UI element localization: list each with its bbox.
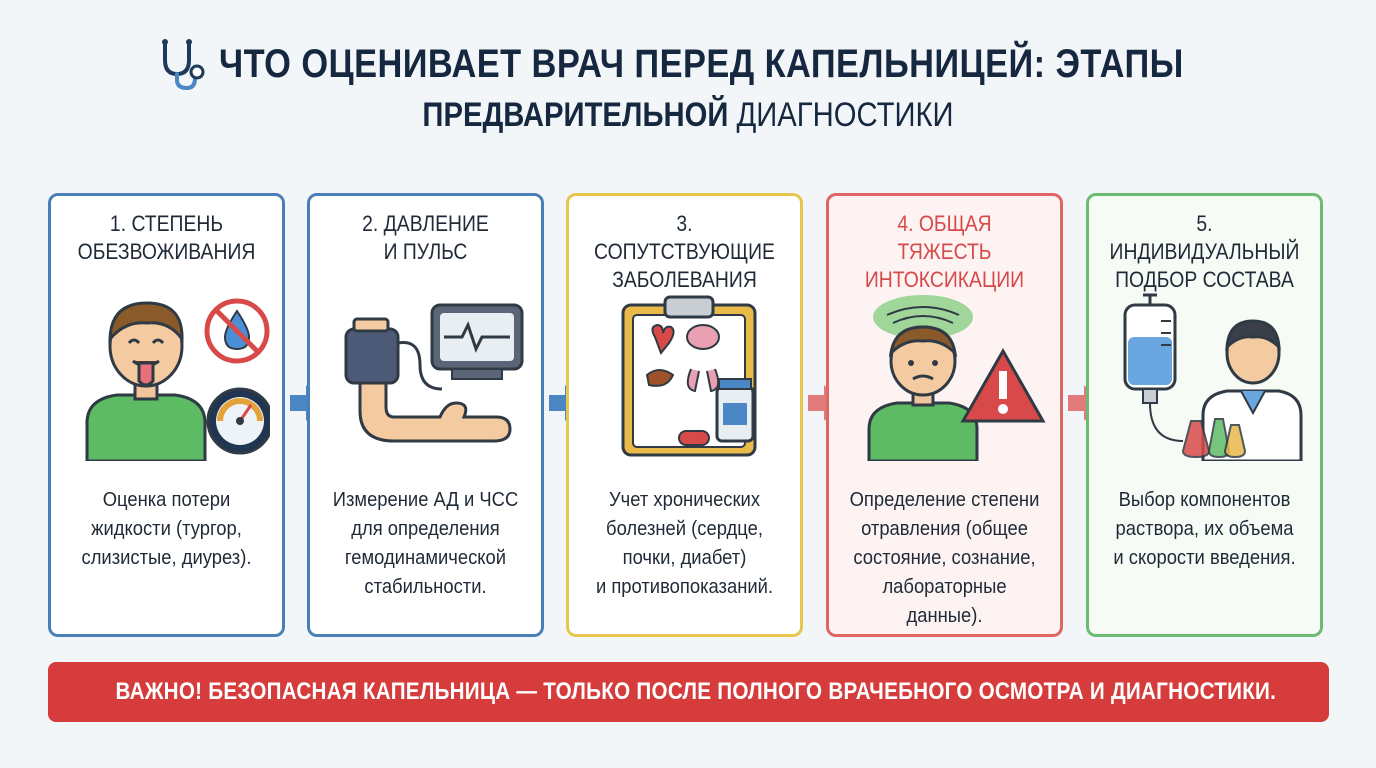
step-desc-line: отравления (общее	[861, 518, 1028, 540]
step-card-comorbidities: 3. СОПУТСТВУЮЩИЕ ЗАБОЛЕВАНИЯ Учет хронич…	[566, 193, 803, 637]
header: ЧТО ОЦЕНИВАЕТ ВРАЧ ПЕРЕД КАПЕЛЬНИЦЕЙ: ЭТ…	[0, 36, 1376, 135]
step-description: Измерение АД и ЧСС для определения гемод…	[325, 486, 526, 602]
step-title: 4. ОБЩАЯ ТЯЖЕСТЬ ИНТОКСИКАЦИИ	[848, 210, 1041, 294]
step-title-line: И ПУЛЬС	[383, 239, 468, 264]
step-desc-line: лабораторные	[882, 576, 1007, 598]
step-title-line: ЗАБОЛЕВАНИЯ	[612, 267, 757, 292]
sick-person-warning-icon	[867, 295, 1046, 461]
arrow-right-icon	[808, 385, 842, 421]
step-title-line: 2. ДАВЛЕНИЕ	[362, 211, 489, 236]
step-card-dehydration: 1. СТЕПЕНЬ ОБЕЗВОЖИВАНИЯ Оценка потери ж…	[48, 193, 285, 637]
step-desc-line: гемодинамической	[344, 547, 507, 569]
step-description: Определение степени отравления (общее со…	[844, 486, 1045, 631]
step-description: Выбор компонентов раствора, их объема и …	[1104, 486, 1305, 573]
warning-banner: ВАЖНО! БЕЗОПАСНАЯ КАПЕЛЬНИЦА — ТОЛЬКО ПО…	[48, 662, 1329, 722]
doctor-iv-bag-icon	[1123, 293, 1303, 461]
stethoscope-icon	[162, 39, 205, 91]
step-title: 5. ИНДИВИДУАЛЬНЫЙ ПОДБОР СОСТАВА	[1108, 210, 1301, 294]
step-desc-line: и скорости введения.	[1113, 547, 1296, 569]
subtitle-bold: ПРЕДВАРИТЕЛЬНОЙ	[422, 96, 729, 134]
step-title: 3. СОПУТСТВУЮЩИЕ ЗАБОЛЕВАНИЯ	[588, 210, 781, 294]
step-desc-line: болезней (сердце,	[606, 518, 763, 540]
step-desc-line: Учет хронических	[608, 489, 761, 511]
medical-clipboard-icon	[621, 295, 757, 457]
step-desc-line: Оценка потери	[102, 489, 231, 511]
step-card-intoxication: 4. ОБЩАЯ ТЯЖЕСТЬ ИНТОКСИКАЦИИ Определени…	[826, 193, 1063, 637]
step-title-line: ПОДБОР СОСТАВА	[1115, 267, 1294, 292]
step-card-pressure-pulse: 2. ДАВЛЕНИЕ И ПУЛЬС Измерение АД и ЧСС д…	[307, 193, 544, 637]
step-desc-line: Измерение АД и ЧСС	[332, 489, 519, 511]
step-title-line: ОБЕЗВОЖИВАНИЯ	[77, 239, 256, 264]
step-desc-line: и противопоказаний.	[595, 576, 774, 598]
step-desc-line: почки, диабет)	[622, 547, 747, 569]
blood-pressure-monitor-icon	[344, 303, 524, 443]
step-title: 2. ДАВЛЕНИЕ И ПУЛЬС	[329, 210, 522, 266]
step-title-line: 4. ОБЩАЯ ТЯЖЕСТЬ	[897, 211, 992, 264]
step-desc-line: Определение степени	[849, 489, 1040, 511]
step-title-line: 1. СТЕПЕНЬ	[109, 211, 224, 236]
step-title-line: 5. ИНДИВИДУАЛЬНЫЙ	[1109, 211, 1300, 264]
step-desc-line: раствора, их объема	[1115, 518, 1294, 540]
arrow-right-icon	[1068, 385, 1102, 421]
step-title-line: ИНТОКСИКАЦИИ	[864, 267, 1025, 292]
step-desc-line: состояние, сознание,	[853, 547, 1036, 569]
step-desc-line: Выбор компонентов	[1118, 489, 1291, 511]
page-subtitle: ПРЕДВАРИТЕЛЬНОЙ ДИАГНОСТИКИ	[96, 96, 1279, 135]
step-desc-line: жидкости (тургор,	[91, 518, 242, 540]
step-desc-line: слизистые, диурез).	[81, 547, 252, 569]
step-title: 1. СТЕПЕНЬ ОБЕЗВОЖИВАНИЯ	[70, 210, 263, 266]
step-description: Учет хронических болезней (сердце, почки…	[584, 486, 785, 602]
step-desc-line: стабильности.	[364, 576, 487, 598]
title-row: ЧТО ОЦЕНИВАЕТ ВРАЧ ПЕРЕД КАПЕЛЬНИЦЕЙ: ЭТ…	[0, 36, 1376, 92]
page-title: ЧТО ОЦЕНИВАЕТ ВРАЧ ПЕРЕД КАПЕЛЬНИЦЕЙ: ЭТ…	[219, 41, 1184, 86]
step-title-line: 3. СОПУТСТВУЮЩИЕ	[594, 211, 775, 264]
subtitle-rest: ДИАГНОСТИКИ	[728, 96, 954, 134]
warning-text: ВАЖНО! БЕЗОПАСНАЯ КАПЕЛЬНИЦА — ТОЛЬКО ПО…	[115, 678, 1276, 705]
step-desc-line: для определения	[351, 518, 500, 540]
step-card-individual-composition: 5. ИНДИВИДУАЛЬНЫЙ ПОДБОР СОСТАВА Выбор к…	[1086, 193, 1323, 637]
step-description: Оценка потери жидкости (тургор, слизисты…	[66, 486, 267, 573]
step-desc-line: данные).	[906, 605, 983, 627]
dehydrated-person-icon	[85, 298, 270, 461]
